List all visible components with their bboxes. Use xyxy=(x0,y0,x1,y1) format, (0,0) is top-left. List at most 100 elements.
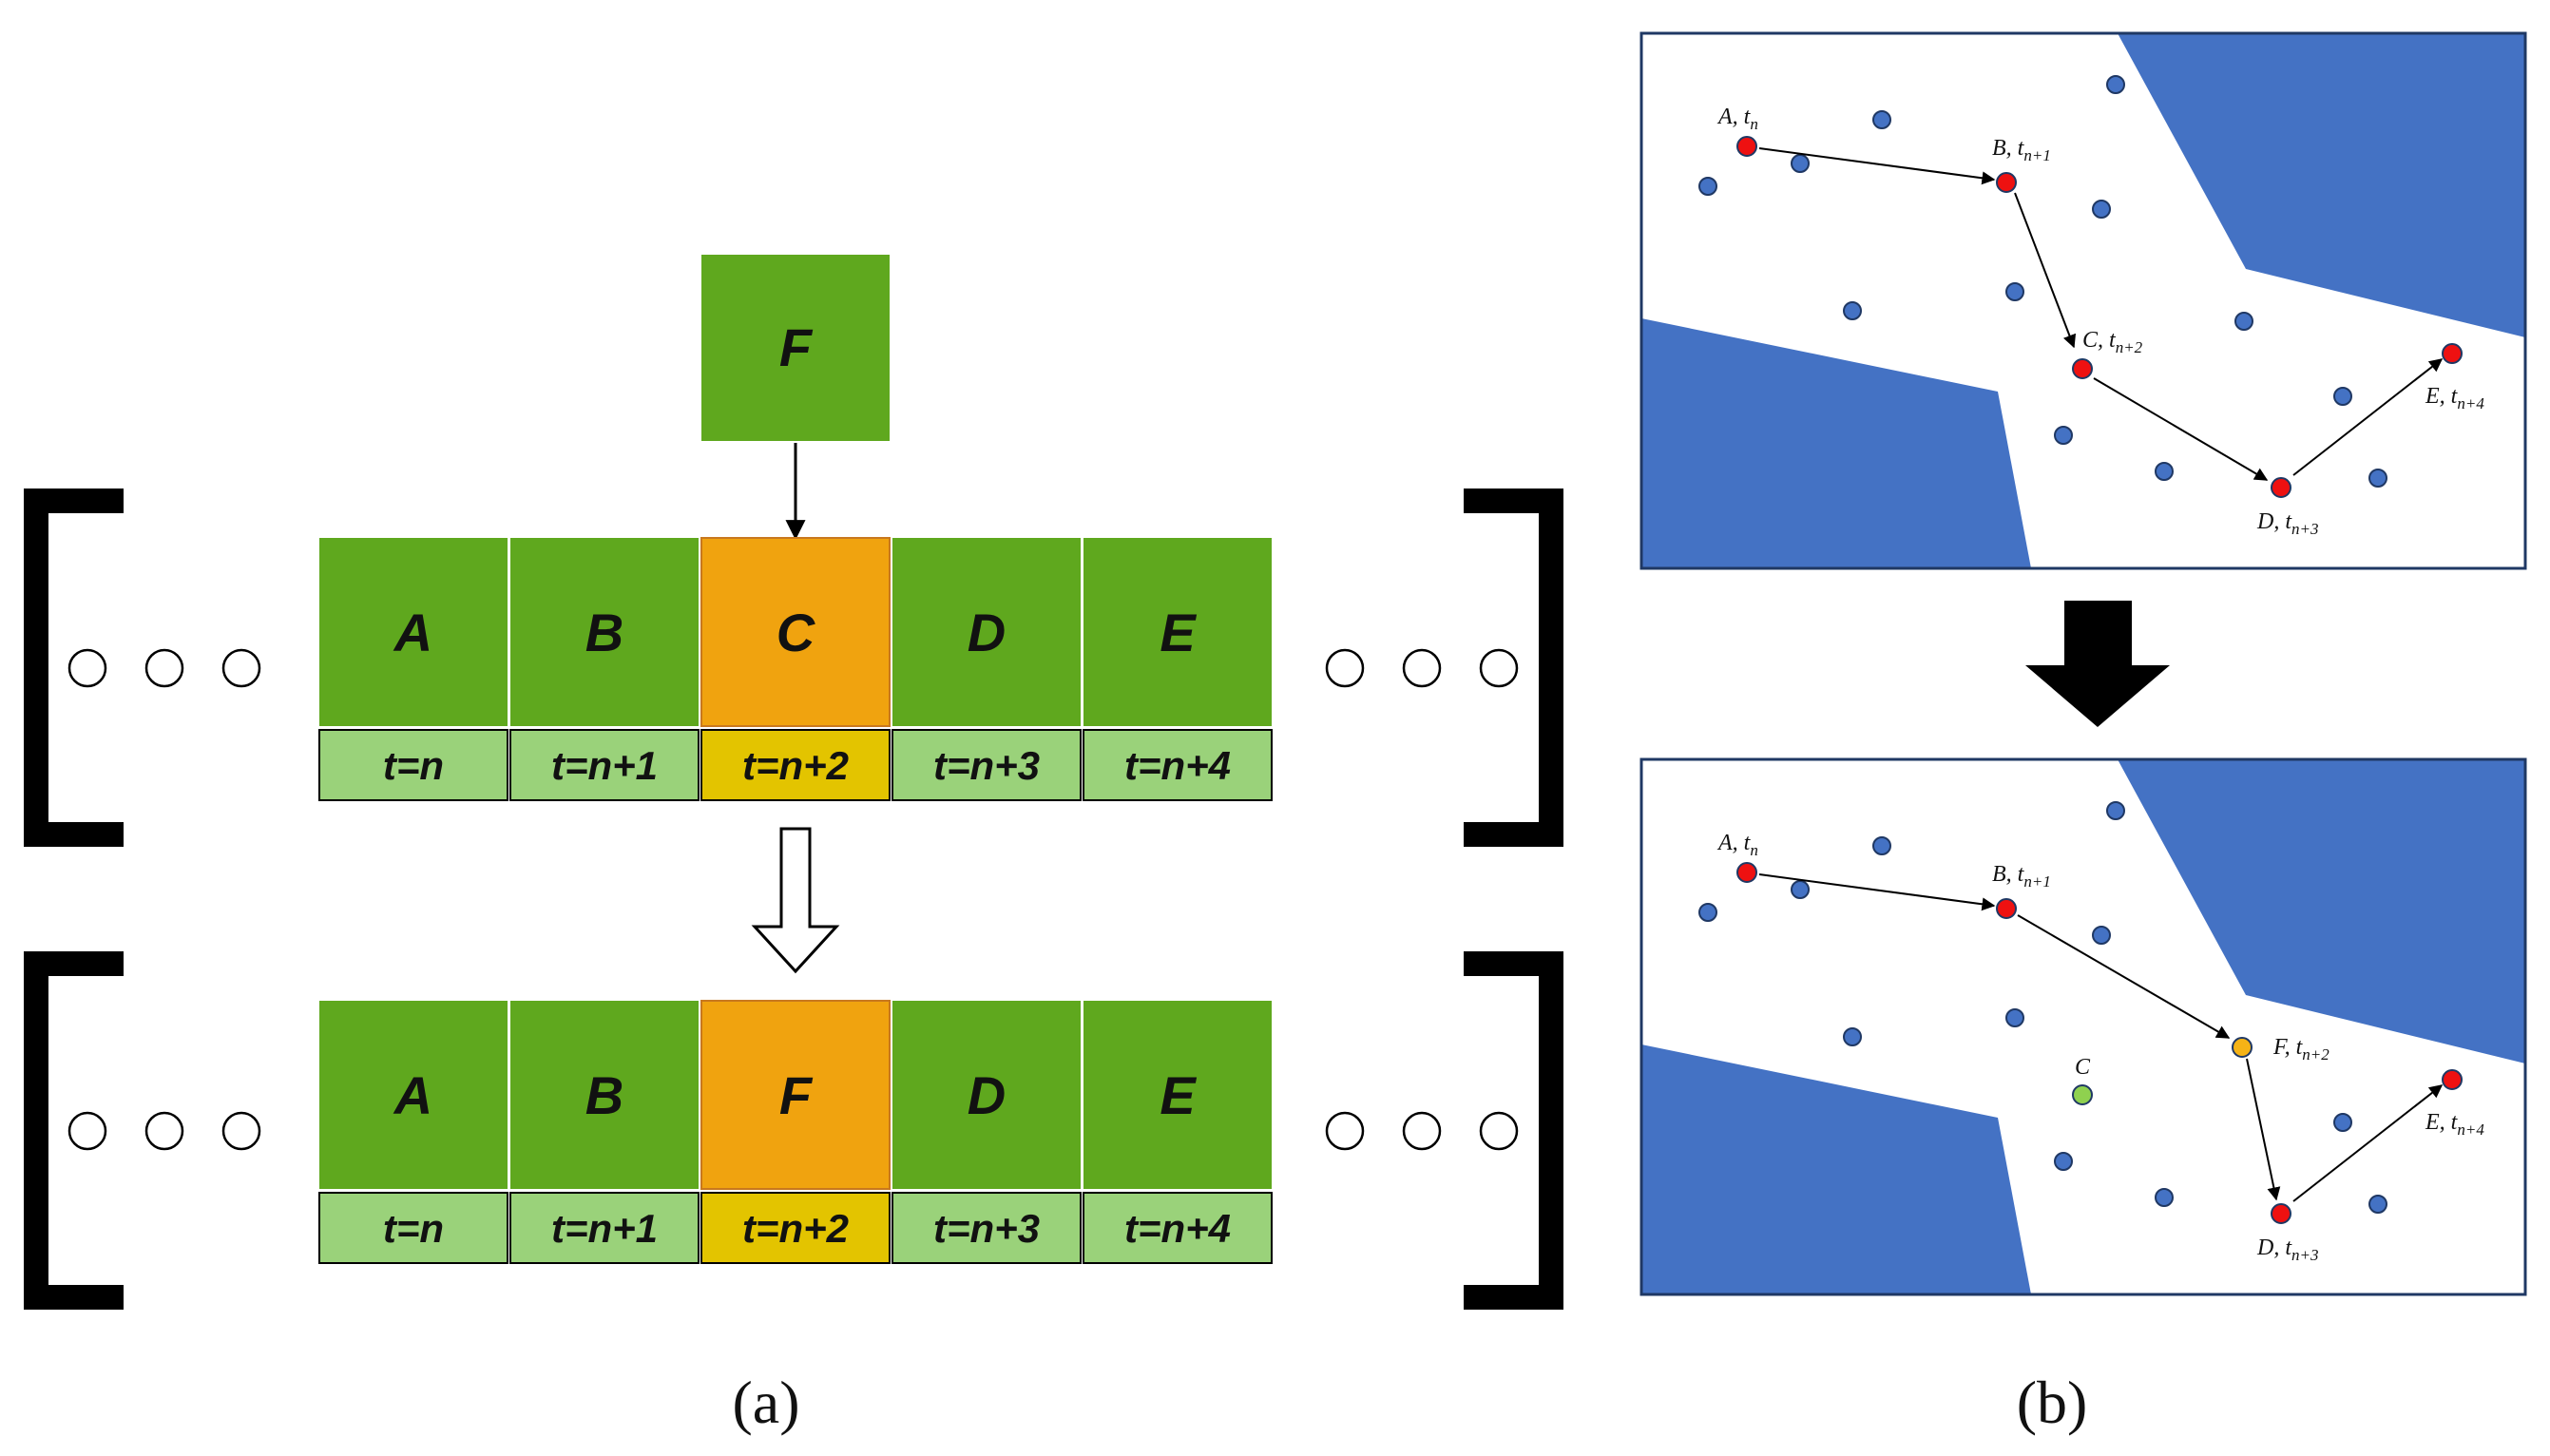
route-point xyxy=(2072,358,2093,379)
sequence-cell: D t=n+3 xyxy=(892,1001,1082,1264)
scatter-points xyxy=(1698,75,2387,488)
route-arrow xyxy=(2014,192,2077,349)
map-point xyxy=(2368,1195,2387,1214)
inserted-point xyxy=(2232,1037,2253,1058)
sequence-cell: A t=n xyxy=(318,538,508,801)
map-point xyxy=(2005,1008,2024,1027)
sequence-cell: E t=n+4 xyxy=(1083,538,1273,801)
map-bottom: A, tn B, tn+1 F, tn+2 D, tn+3 E, tn+4 C xyxy=(1639,757,2527,1296)
map-point xyxy=(2234,312,2253,331)
obstacle-region xyxy=(2118,759,2525,1063)
map-point xyxy=(2054,1152,2073,1171)
panel-b: A, tn B, tn+1 C, tn+2 D, tn+3 E, tn+4 xyxy=(1639,31,2527,1436)
ellipsis-circle xyxy=(1479,648,1519,688)
map-point xyxy=(1698,177,1717,196)
caption-a: (a) xyxy=(732,1369,799,1436)
obstacle-region xyxy=(1641,318,2031,568)
route-point xyxy=(2442,343,2463,364)
cell-time: t=n+4 xyxy=(1124,743,1231,788)
cell-time: t=n+3 xyxy=(933,743,1040,788)
ellipsis-circle xyxy=(1325,648,1365,688)
panel-a: F A t=n B t= xyxy=(24,255,1563,1436)
cell-time: t=n xyxy=(383,743,444,788)
transform-arrow-solid xyxy=(2025,601,2170,727)
transform-arrow xyxy=(751,827,840,974)
map-point xyxy=(1843,1027,1862,1046)
route-label: A, tn xyxy=(1716,831,1758,859)
map-point xyxy=(1872,836,1891,855)
route-arrow xyxy=(1758,147,1996,185)
cell-letter: B xyxy=(585,603,623,662)
cell-letter: C xyxy=(777,603,816,662)
cell-time: t=n+2 xyxy=(742,743,849,788)
ellipsis-circle xyxy=(67,648,107,688)
route-arrows xyxy=(1758,147,2444,481)
cell-time: t=n+3 xyxy=(933,1206,1040,1251)
map-point xyxy=(2106,75,2125,94)
ellipsis-circle xyxy=(1402,648,1442,688)
top-sequence: A t=n B t=n+1 C t=n+2 D t=n+3 xyxy=(24,489,1563,847)
map-point xyxy=(2368,469,2387,488)
cell-letter: A xyxy=(393,603,432,662)
ellipsis-circle xyxy=(221,1111,261,1151)
map-point xyxy=(1698,903,1717,922)
sequence-cell-highlighted: C t=n+2 xyxy=(700,537,891,801)
cell-letter: B xyxy=(585,1065,623,1125)
ellipsis-circle xyxy=(1479,1111,1519,1151)
sequence-cell: B t=n+1 xyxy=(509,538,700,801)
obstacle-region xyxy=(2118,33,2525,337)
route-arrow xyxy=(2017,914,2231,1039)
map-point xyxy=(1843,301,1862,320)
obstacle-region xyxy=(1641,1044,2031,1294)
map-point xyxy=(2092,926,2111,945)
insert-cell-letter: F xyxy=(779,317,814,377)
route-label: C, tn+2 xyxy=(2082,328,2143,356)
sequence-cell: B t=n+1 xyxy=(509,1001,700,1264)
map-point xyxy=(2333,387,2352,406)
route-label: B, tn+1 xyxy=(1992,136,2051,164)
map-point xyxy=(2333,1113,2352,1132)
cell-time: t=n+1 xyxy=(551,1206,658,1251)
route-label: F, tn+2 xyxy=(2272,1035,2330,1063)
bottom-sequence: A t=n B t=n+1 F t=n+2 D t=n+3 xyxy=(24,951,1563,1310)
route-arrow xyxy=(2292,358,2444,476)
ellipsis-circle xyxy=(144,648,184,688)
ellipsis-circle xyxy=(1402,1111,1442,1151)
route-label: B, tn+1 xyxy=(1992,862,2051,891)
ellipsis-circle xyxy=(1325,1111,1365,1151)
route-point xyxy=(2271,1203,2291,1224)
cell-letter: D xyxy=(968,603,1006,662)
route-label: E, tn+4 xyxy=(2425,1110,2484,1139)
map-point xyxy=(2005,282,2024,301)
left-bracket-bottom xyxy=(24,951,124,1310)
route-label: D, tn+3 xyxy=(2256,1236,2319,1264)
map-point xyxy=(1791,880,1810,899)
map-point xyxy=(2092,200,2111,219)
route-point xyxy=(1996,898,2017,919)
sequence-cell: D t=n+3 xyxy=(892,538,1082,801)
caption-b: (b) xyxy=(2017,1369,2088,1436)
cell-letter: F xyxy=(779,1065,814,1125)
map-point xyxy=(2054,426,2073,445)
map-point xyxy=(2155,462,2174,481)
left-bracket-top xyxy=(24,489,124,847)
route-point xyxy=(2442,1069,2463,1090)
ellipsis-circle xyxy=(144,1111,184,1151)
right-bracket-bottom xyxy=(1464,951,1563,1310)
cell-time: t=n+1 xyxy=(551,743,658,788)
cell-letter: D xyxy=(968,1065,1006,1125)
route-point xyxy=(1736,862,1757,883)
cell-time: t=n+4 xyxy=(1124,1206,1231,1251)
map-point xyxy=(1872,110,1891,129)
map-point xyxy=(1791,154,1810,173)
route-point xyxy=(1736,136,1757,157)
ellipsis-circle xyxy=(67,1111,107,1151)
sequence-cell-highlighted: F t=n+2 xyxy=(700,1000,891,1264)
route-arrow xyxy=(2292,1084,2444,1202)
map-point xyxy=(2155,1188,2174,1207)
right-bracket-top xyxy=(1464,489,1563,847)
route-label: E, tn+4 xyxy=(2425,384,2484,412)
cell-letter: A xyxy=(393,1065,432,1125)
route-arrows xyxy=(1758,873,2444,1202)
